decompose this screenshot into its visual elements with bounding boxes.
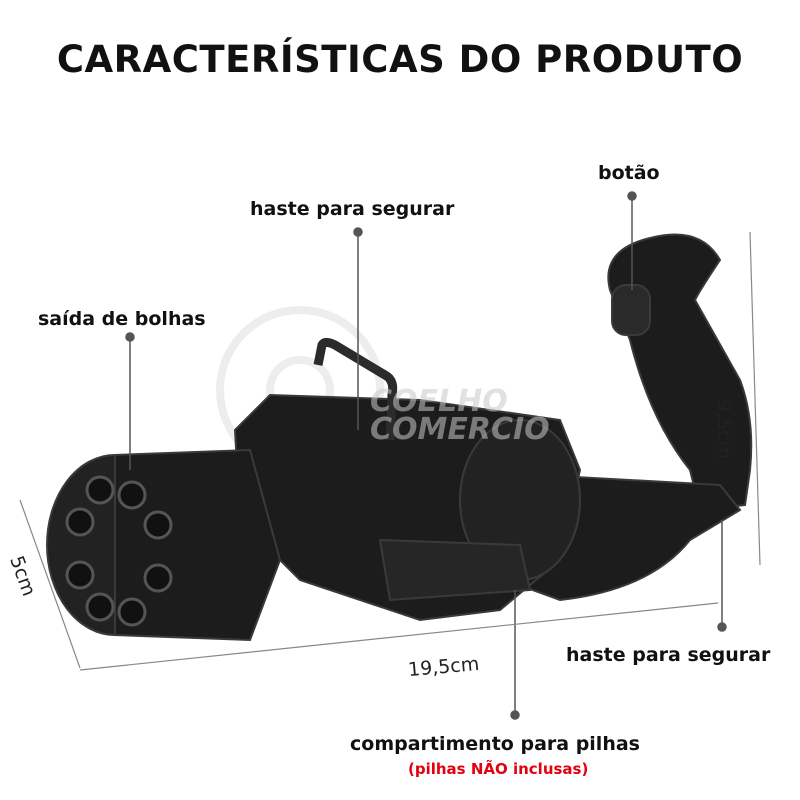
battery-note: (pilhas NÃO inclusas) <box>408 760 589 778</box>
page-title: CARACTERÍSTICAS DO PRODUTO <box>56 38 744 81</box>
label-bubble-outlet: saída de bolhas <box>38 308 206 330</box>
leader-lines <box>125 191 727 720</box>
label-top-handle: haste para segurar <box>250 198 455 220</box>
dimension-height: 9,5cm <box>713 400 735 460</box>
bubble-gun <box>46 233 753 642</box>
dimension-lines <box>19 231 761 671</box>
label-battery-compartment: compartimento para pilhas <box>350 733 640 755</box>
label-rear-handle: haste para segurar <box>566 644 771 666</box>
label-button: botão <box>598 162 660 184</box>
